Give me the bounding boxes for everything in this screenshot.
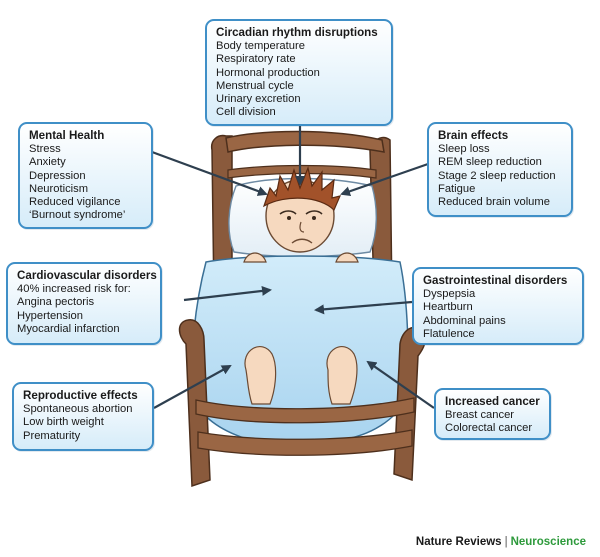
list-item: Heartburn <box>423 301 473 314</box>
cardiovascular-box: Cardiovascular disorders 40% increased r… <box>6 262 162 345</box>
journal-credit: Nature Reviews|Neuroscience <box>416 536 586 548</box>
list-item: Colorectal cancer <box>445 422 533 435</box>
list-item: Body temperature <box>216 40 305 53</box>
circadian-list: Body temperature Respiratory rate Hormon… <box>216 40 384 119</box>
left-hand <box>243 252 267 263</box>
brain-effects-title: Brain effects <box>438 129 509 142</box>
list-item: Prematurity <box>23 429 81 442</box>
gastrointestinal-title: Gastrointestinal disorders <box>423 274 568 287</box>
mental-health-title: Mental Health <box>29 129 105 142</box>
list-item: Low birth weight <box>23 416 104 429</box>
credit-separator: | <box>504 536 508 548</box>
list-item: Anxiety <box>29 156 66 169</box>
gastrointestinal-list: Dyspepsia Heartburn Abdominal pains Flat… <box>423 288 575 341</box>
list-item: Urinary excretion <box>216 93 301 106</box>
sleeper-head <box>262 165 342 253</box>
list-item: Breast cancer <box>445 409 515 422</box>
cancer-title: Increased cancer <box>445 395 540 408</box>
list-item: Reduced vigilance <box>29 196 121 209</box>
cancer-box: Increased cancer Breast cancer Colorecta… <box>434 388 551 440</box>
cardiovascular-title: Cardiovascular disorders <box>17 269 157 282</box>
cancer-list: Breast cancer Colorectal cancer <box>445 409 542 435</box>
footboard <box>178 319 426 488</box>
list-item: Sleep loss <box>438 143 490 156</box>
feet <box>244 345 358 405</box>
list-item: Spontaneous abortion <box>23 403 133 416</box>
arrow-reproductive <box>153 365 232 409</box>
list-item: Menstrual cycle <box>216 79 294 92</box>
right-hand <box>335 252 359 263</box>
journal-name: Neuroscience <box>510 536 586 548</box>
list-item: Stage 2 sleep reduction <box>438 169 556 182</box>
publisher-name: Nature Reviews <box>415 536 502 548</box>
mental-health-box: Mental Health Stress Anxiety Depression … <box>18 122 153 229</box>
list-item: ‘Burnout syndrome’ <box>29 209 126 222</box>
list-item: Hypertension <box>17 309 83 322</box>
cardiovascular-list: 40% increased risk for: Angina pectoris … <box>17 283 153 336</box>
brain-effects-list: Sleep loss REM sleep reduction Stage 2 s… <box>438 143 564 209</box>
list-item: Angina pectoris <box>17 296 95 309</box>
list-item: Cell division <box>216 106 276 119</box>
arrow-cardiovascular <box>183 285 272 302</box>
arrow-cancer <box>366 360 435 409</box>
list-item: Reduced brain volume <box>438 196 550 209</box>
reproductive-title: Reproductive effects <box>23 389 138 402</box>
mental-health-list: Stress Anxiety Depression Neuroticism Re… <box>29 143 144 222</box>
list-item: Abdominal pains <box>423 314 506 327</box>
list-item: Fatigue <box>438 182 476 195</box>
gastrointestinal-box: Gastrointestinal disorders Dyspepsia Hea… <box>412 267 584 345</box>
list-item: Respiratory rate <box>216 53 296 66</box>
list-item: Hormonal production <box>216 66 320 79</box>
reproductive-box: Reproductive effects Spontaneous abortio… <box>12 382 154 451</box>
list-item: Dyspepsia <box>423 288 476 301</box>
circadian-title: Circadian rhythm disruptions <box>216 26 378 39</box>
arrows <box>151 126 435 409</box>
reproductive-list: Spontaneous abortion Low birth weight Pr… <box>23 403 145 443</box>
list-item: Stress <box>29 143 61 156</box>
list-item: 40% increased risk for: <box>17 283 131 296</box>
list-item: Myocardial infarction <box>17 322 120 335</box>
arrow-brain-effects <box>340 162 429 197</box>
circadian-box: Circadian rhythm disruptions Body temper… <box>205 19 393 126</box>
arrow-mental-health <box>151 150 268 196</box>
list-item: Depression <box>29 169 86 182</box>
list-item: Flatulence <box>423 327 475 340</box>
arrow-gastrointestinal <box>314 300 413 315</box>
brain-effects-box: Brain effects Sleep loss REM sleep reduc… <box>427 122 573 217</box>
list-item: Neuroticism <box>29 182 89 195</box>
list-item: REM sleep reduction <box>438 156 542 169</box>
